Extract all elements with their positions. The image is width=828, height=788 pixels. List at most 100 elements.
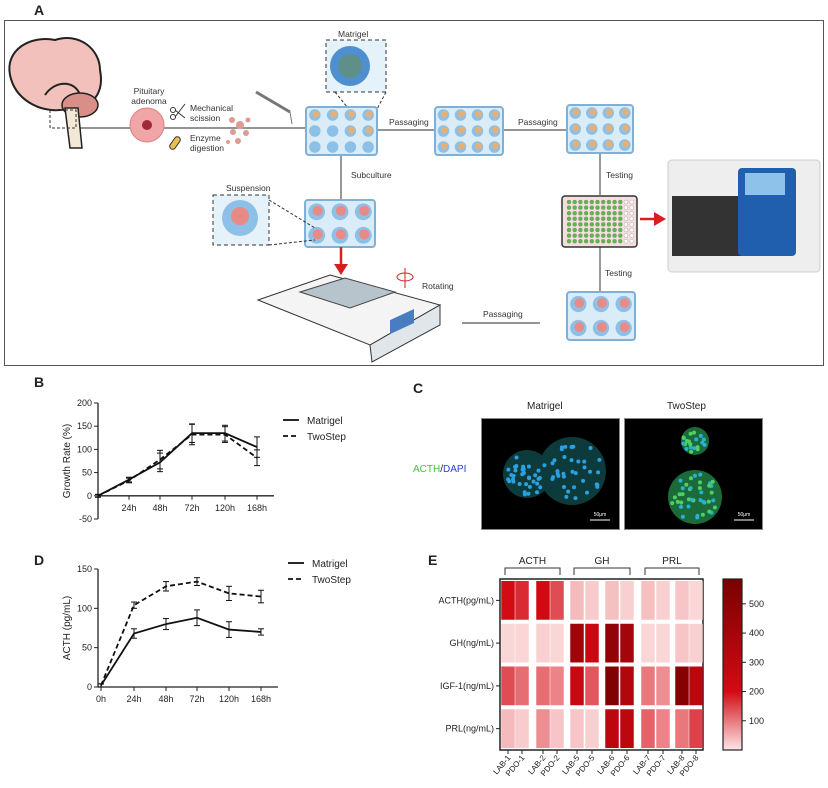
panel-label-e: E — [428, 552, 438, 568]
heatmap-cell — [515, 709, 529, 748]
heatmap-cell — [656, 623, 670, 663]
brain-icon — [8, 37, 102, 149]
nucleus — [535, 490, 540, 495]
x-tick-label: 0h — [96, 694, 106, 704]
y-axis-label: ACTH (pg/mL) — [62, 596, 73, 660]
legend-label: Matrigel — [312, 559, 348, 570]
nucleus — [709, 490, 714, 495]
legend-label: TwoStep — [307, 432, 346, 443]
nucleus — [699, 490, 704, 495]
acth-stain-label: ACTH — [413, 464, 441, 475]
heatmap-cell — [515, 623, 529, 663]
nucleus — [573, 496, 578, 501]
x-tick-label: 24h — [126, 694, 141, 704]
row-label: ACTH(pg/mL) — [438, 595, 494, 605]
heatmap-cell — [515, 666, 529, 706]
heatmap-cell — [570, 581, 584, 620]
heatmap-cell — [550, 623, 564, 663]
nucleus — [536, 468, 541, 473]
panel-label-a: A — [34, 2, 45, 18]
heatmap-cell — [689, 666, 703, 706]
workflow-diagram — [8, 37, 821, 363]
panel-label-d: D — [34, 552, 45, 568]
nucleus — [596, 470, 601, 475]
nucleus — [536, 476, 541, 481]
nucleus — [563, 444, 568, 449]
nucleus — [680, 492, 685, 497]
pituitary-adenoma-icon — [129, 107, 165, 143]
red-arrow-right-icon — [640, 212, 666, 226]
nucleus — [517, 481, 522, 486]
scale-bar-label: 50μm — [738, 512, 751, 518]
heatmap-cell — [550, 709, 564, 748]
group-bracket — [504, 567, 561, 575]
heatmap-cell — [550, 581, 564, 620]
passaged-24-well-plate-2 — [566, 104, 634, 154]
twostep-fluorescence-image: 50μm — [624, 418, 763, 530]
nucleus — [698, 472, 703, 477]
heatmap-cell — [675, 666, 689, 706]
nucleus — [597, 457, 602, 462]
rotating-shaker-icon — [256, 274, 442, 363]
x-tick-label: 48h — [158, 694, 173, 704]
series-line-matrigel — [97, 432, 258, 497]
nucleus — [672, 495, 677, 500]
nucleus — [542, 463, 547, 468]
nucleus — [679, 500, 684, 505]
nucleus — [531, 479, 536, 484]
nucleus — [684, 446, 689, 451]
nucleus — [526, 475, 531, 480]
nucleus — [595, 484, 600, 489]
red-arrow-down-icon — [334, 247, 348, 275]
nucleus — [689, 497, 694, 502]
suspension-6-well-plate — [304, 199, 376, 248]
nucleus — [707, 483, 712, 488]
heatmap-cell — [585, 623, 599, 663]
nucleus — [526, 464, 531, 469]
label-testing-1: Testing — [606, 170, 633, 180]
y-tick-label: 150 — [77, 564, 92, 574]
nucleus — [670, 501, 675, 506]
x-tick-label: 120h — [215, 503, 235, 513]
nucleus — [675, 499, 680, 504]
nucleus — [538, 485, 543, 490]
nucleus — [686, 504, 691, 509]
legend-label: Matrigel — [307, 416, 343, 427]
y-tick-label: 200 — [77, 398, 92, 408]
nucleus — [680, 514, 685, 519]
label-pituitary-adenoma: Pituitary adenoma — [131, 86, 167, 107]
nucleus — [527, 484, 532, 489]
heatmap-cell — [675, 581, 689, 620]
suspension-6-well-plate-2 — [566, 291, 636, 341]
nucleus — [572, 485, 577, 490]
nucleus — [506, 477, 511, 482]
nucleus — [570, 469, 575, 474]
nucleus — [511, 479, 516, 484]
heatmap-cell — [620, 666, 634, 706]
heatmap-cell — [689, 709, 703, 748]
dapi-stain-label: DAPI — [443, 464, 467, 475]
heatmap-cell — [550, 666, 564, 706]
heatmap-cell — [570, 666, 584, 706]
series-line-matrigel — [100, 616, 262, 686]
heatmap-cell — [570, 709, 584, 748]
pipette-icon — [255, 90, 293, 125]
nucleus — [562, 485, 567, 490]
colorbar-tick-label: 400 — [749, 628, 764, 638]
x-tick-label: 168h — [247, 503, 267, 513]
group-bracket — [644, 567, 700, 575]
nucleus — [561, 474, 566, 479]
nucleus — [569, 458, 574, 463]
colorbar — [722, 578, 743, 751]
nucleus — [677, 492, 682, 497]
legend-label: TwoStep — [312, 575, 351, 586]
nucleus — [710, 479, 715, 484]
96-well-plate-icon — [561, 195, 638, 248]
heatmap-frame — [499, 578, 704, 751]
label-matrigel: Matrigel — [338, 29, 369, 39]
scissors-icon — [170, 103, 186, 120]
nucleus — [535, 481, 540, 486]
nucleus — [692, 446, 697, 451]
nucleus — [695, 513, 700, 518]
